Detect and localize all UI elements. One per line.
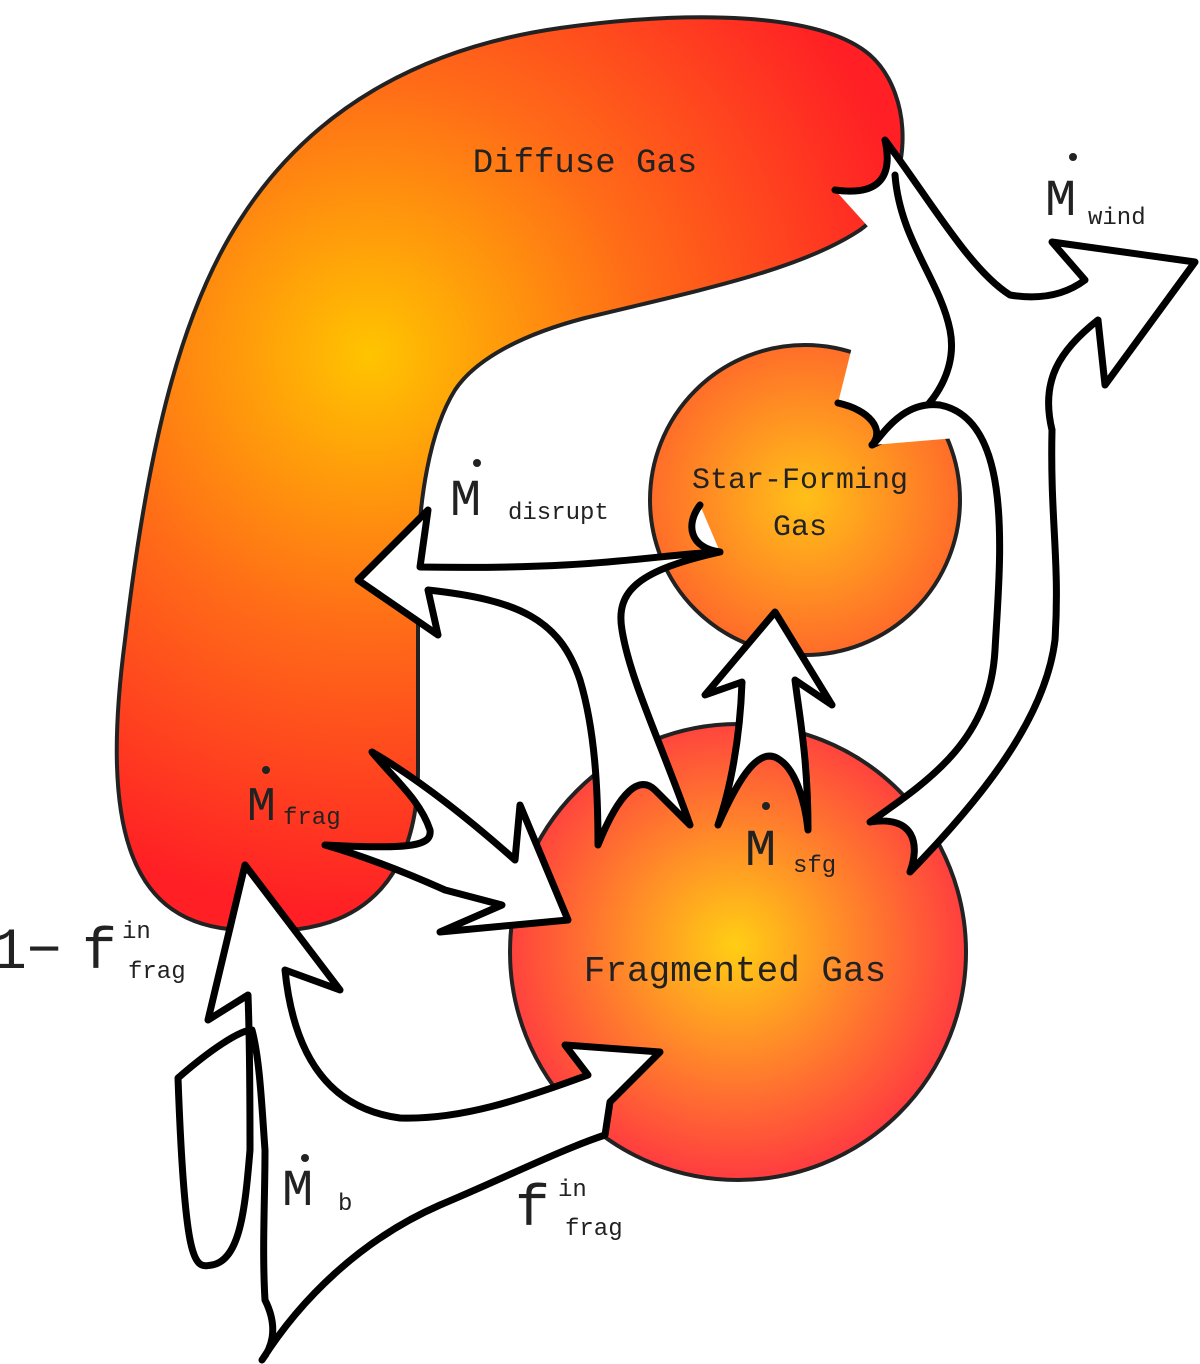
star-forming-gas-label-line1: Star-Forming: [692, 464, 908, 498]
mdot-sfg-label: M sfg: [745, 802, 836, 881]
frag-arrow: [321, 748, 572, 936]
wind-arrow-from-fragmented: [866, 401, 1060, 876]
one-minus-f-frag-in-label: 1− f in frag: [0, 919, 186, 986]
svg-text:1−: 1−: [0, 921, 62, 986]
mdot-wind-label: M wind: [1045, 153, 1146, 232]
svg-text:M: M: [450, 472, 481, 531]
svg-text:b: b: [338, 1191, 352, 1218]
mdot-disrupt-label: M disrupt: [450, 459, 609, 531]
star-forming-gas-label-line2: Gas: [773, 511, 827, 545]
svg-text:frag: frag: [128, 959, 186, 986]
diffuse-gas-label: Diffuse Gas: [473, 145, 697, 183]
svg-text:disrupt: disrupt: [508, 500, 609, 527]
disrupt-arrow: [354, 501, 724, 849]
f-frag-in-label: f in frag: [515, 1177, 623, 1243]
svg-text:frag: frag: [283, 805, 341, 832]
svg-text:frag: frag: [565, 1216, 623, 1243]
star-formation-arrow: [701, 608, 836, 834]
svg-text:f: f: [515, 1178, 550, 1243]
svg-text:in: in: [122, 919, 151, 946]
svg-text:M: M: [282, 1162, 313, 1221]
wind-arrow-from-diffuse: [831, 136, 1199, 434]
svg-text:M: M: [247, 781, 276, 835]
fragmented-gas-label: Fragmented Gas: [584, 951, 886, 992]
svg-text:sfg: sfg: [793, 853, 836, 880]
svg-text:f: f: [82, 921, 117, 986]
svg-text:wind: wind: [1088, 205, 1146, 232]
svg-text:M: M: [1045, 172, 1076, 231]
svg-text:M: M: [745, 822, 776, 881]
mdot-frag-label: M frag: [247, 766, 341, 835]
svg-text:in: in: [558, 1177, 587, 1204]
mdot-b-label: M b: [282, 1154, 352, 1221]
accretion-arrow: [174, 861, 664, 1364]
wind-arrow-from-star-forming: [834, 171, 955, 449]
